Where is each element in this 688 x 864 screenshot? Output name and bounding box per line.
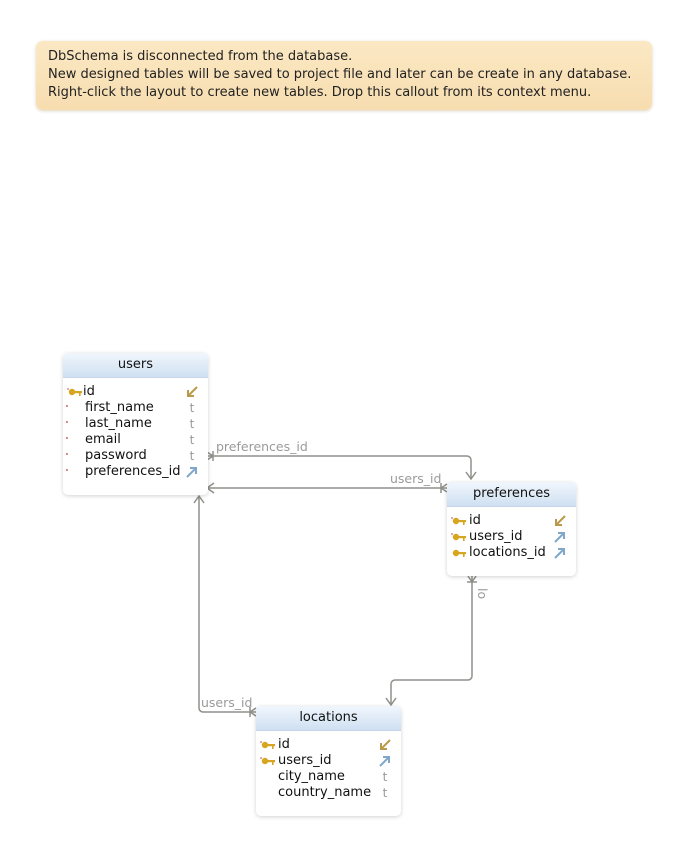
- column-row[interactable]: id: [256, 737, 401, 753]
- not-null-marker: [66, 453, 68, 455]
- table-title[interactable]: locations: [256, 706, 401, 731]
- text-type-icon: t: [189, 401, 195, 415]
- foreign-key-icon: [449, 529, 467, 545]
- column-name: country_name: [278, 785, 372, 800]
- not-null-marker: [66, 469, 68, 471]
- column-row[interactable]: id: [447, 513, 576, 529]
- fk-arrow-icon: [552, 545, 568, 561]
- arrowhead-locations-top: [385, 697, 397, 707]
- table-title[interactable]: users: [63, 353, 208, 378]
- column-row[interactable]: users_id: [447, 529, 576, 545]
- pk-arrow-icon: [184, 384, 200, 400]
- relation-preferences-locations: [390, 576, 473, 704]
- arrowhead-preferences-top: [465, 471, 477, 481]
- primary-key-icon: [258, 737, 276, 753]
- column-name: password: [85, 448, 147, 463]
- label-users-id-bottom: users_id: [201, 695, 252, 710]
- text-type-icon: t: [189, 417, 195, 431]
- crowfoot-locations-users: [248, 707, 257, 717]
- column-name: id: [83, 384, 95, 399]
- column-row[interactable]: first_name t: [63, 400, 208, 416]
- column-name: id: [278, 737, 290, 752]
- column-name: users_id: [278, 753, 332, 768]
- table-preferences[interactable]: preferences id users_id locations_id: [447, 482, 576, 576]
- column-row[interactable]: password t: [63, 448, 208, 464]
- foreign-key-icon: [449, 545, 467, 561]
- column-name: preferences_id: [85, 464, 181, 479]
- callout-line-2: New designed tables will be saved to pro…: [48, 67, 632, 82]
- column-row[interactable]: country_name t: [256, 785, 401, 801]
- crowfoot-preferences-users: [439, 483, 448, 493]
- pk-arrow-icon: [552, 513, 568, 529]
- text-type-icon: t: [189, 449, 195, 463]
- crowfoot-users-preferences: [206, 451, 215, 461]
- callout-line-3: Right-click the layout to create new tab…: [48, 85, 592, 100]
- relation-locations-users: [198, 497, 256, 713]
- column-name: first_name: [85, 400, 154, 415]
- not-null-marker: [66, 421, 68, 423]
- column-name: city_name: [278, 769, 345, 784]
- column-name: last_name: [85, 416, 152, 431]
- disconnected-callout[interactable]: DbSchema is disconnected from the databa…: [36, 41, 652, 110]
- column-row[interactable]: users_id: [256, 753, 401, 769]
- primary-key-icon: [65, 384, 83, 400]
- column-name: locations_id: [469, 545, 546, 560]
- column-name: email: [85, 432, 121, 447]
- relation-users-preferences: [207, 455, 472, 478]
- callout-line-1: DbSchema is disconnected from the databa…: [48, 49, 353, 64]
- fk-arrow-icon: [552, 529, 568, 545]
- column-row[interactable]: city_name t: [256, 769, 401, 785]
- column-row[interactable]: locations_id: [447, 545, 576, 561]
- table-title[interactable]: preferences: [447, 482, 576, 507]
- column-row[interactable]: last_name t: [63, 416, 208, 432]
- text-type-icon: t: [189, 433, 195, 447]
- text-type-icon: t: [382, 770, 388, 784]
- column-row[interactable]: email t: [63, 432, 208, 448]
- arrowhead-users-bottom: [193, 494, 205, 504]
- column-row[interactable]: id: [63, 384, 208, 400]
- label-locations-vertical: lo: [475, 588, 490, 599]
- not-null-marker: [66, 437, 68, 439]
- column-name: id: [469, 513, 481, 528]
- pk-arrow-icon: [377, 737, 393, 753]
- not-null-marker: [66, 405, 68, 407]
- text-type-icon: t: [382, 786, 388, 800]
- crowfoot-preferences-locations: [467, 575, 477, 584]
- fk-arrow-icon: [377, 753, 393, 769]
- foreign-key-icon: [258, 753, 276, 769]
- fk-arrow-icon: [184, 464, 200, 480]
- primary-key-icon: [449, 513, 467, 529]
- column-name: users_id: [469, 529, 523, 544]
- label-users-id-top: users_id: [390, 471, 441, 486]
- label-preferences-id: preferences_id: [216, 439, 308, 454]
- column-row[interactable]: preferences_id: [63, 464, 208, 480]
